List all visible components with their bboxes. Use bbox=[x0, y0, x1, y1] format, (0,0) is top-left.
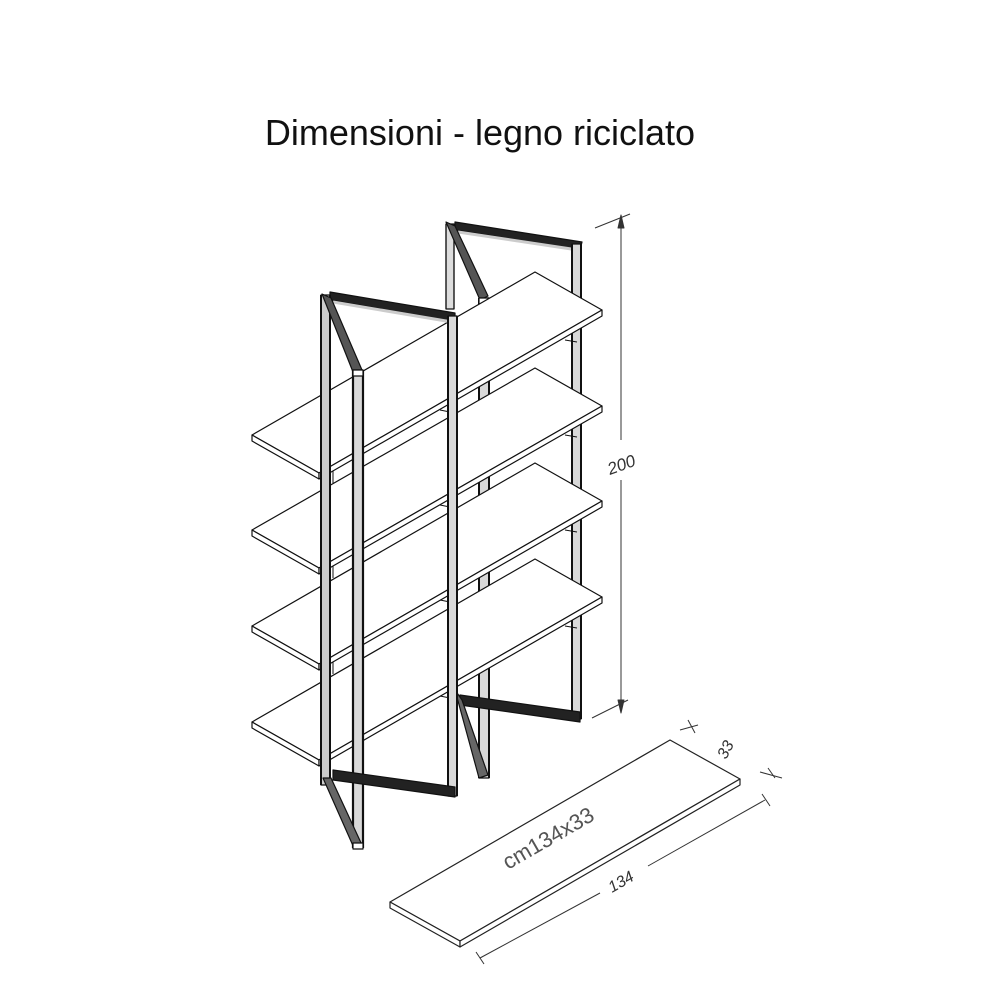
depth-dimension bbox=[679, 719, 783, 779]
shelves bbox=[251, 271, 603, 767]
height-label: 200 bbox=[604, 451, 639, 479]
width-label: 134 bbox=[606, 868, 638, 896]
front-frame bbox=[320, 291, 458, 850]
height-dimension bbox=[591, 213, 631, 719]
depth-label: 33 bbox=[715, 738, 738, 762]
loose-shelf bbox=[389, 739, 741, 948]
width-dimension bbox=[475, 793, 771, 965]
page-title: Dimensioni - legno riciclato bbox=[264, 112, 696, 153]
